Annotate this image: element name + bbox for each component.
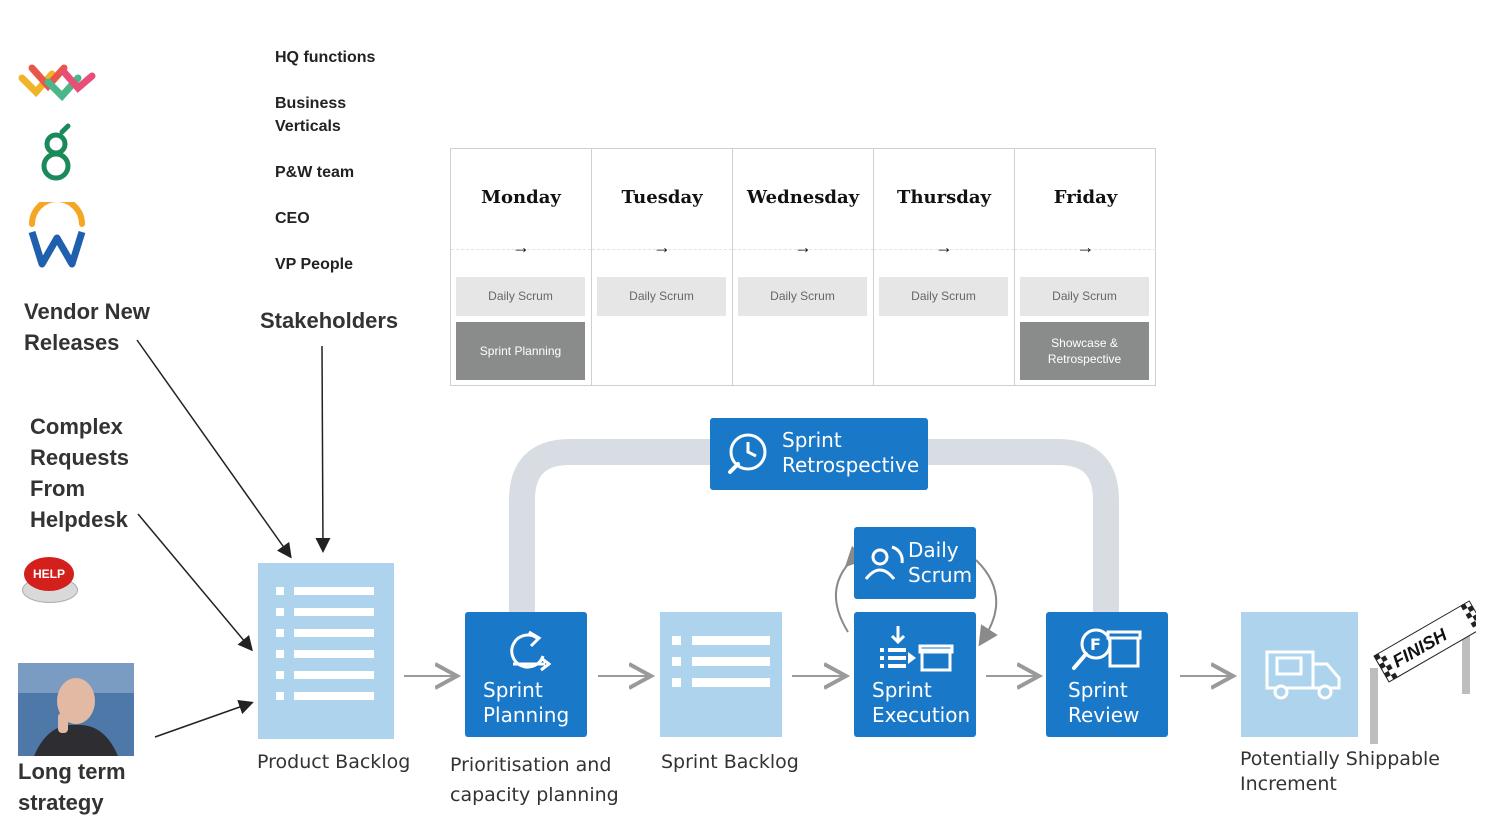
day-monday: Monday → Daily Scrum Sprint Planning <box>451 149 592 385</box>
stakeholder-hq: HQ functions <box>275 49 376 66</box>
arrow-right-icon: → <box>512 237 530 257</box>
sprint-retrospective-box: Sprint Retrospective <box>710 418 928 490</box>
daily-scrum-event: Daily Scrum <box>597 277 726 316</box>
sprint-backlog-box <box>660 612 782 737</box>
daily-cycle-right-arrow <box>975 559 998 647</box>
vendor-releases-label: Vendor New Releases <box>24 299 150 355</box>
daily-cycle-left-arrow <box>835 545 867 633</box>
long-term-strategy-label: Long term strategy <box>18 759 126 815</box>
day-name: Monday <box>481 187 561 208</box>
sprint-review-box: F Sprint Review <box>1046 612 1168 737</box>
help-button-icon: HELP <box>20 553 78 605</box>
product-backlog-box <box>258 563 394 739</box>
showcase-retrospective-event: Showcase & Retrospective <box>1020 322 1149 380</box>
day-name: Wednesday <box>746 187 860 208</box>
svg-text:F: F <box>1090 635 1101 654</box>
daily-scrum-event: Daily Scrum <box>456 277 585 316</box>
prioritisation-caption: Prioritisation and capacity planning <box>450 754 619 806</box>
dr-evil-photo <box>18 663 134 756</box>
finish-line-flag-icon: FINISH <box>1370 600 1476 744</box>
helpdesk-requests-label: Complex Requests From Helpdesk <box>30 414 130 532</box>
workday-logo-icon <box>28 202 86 268</box>
delivery-truck-icon <box>1265 650 1341 700</box>
arrow-right-icon: → <box>1076 237 1095 257</box>
daily-scrum-label: Daily Scrum <box>908 538 973 587</box>
sprint-week-calendar: Monday → Daily Scrum Sprint Planning Tue… <box>450 148 1156 386</box>
daily-scrum-box: Daily Scrum <box>854 527 976 599</box>
arrow-right-icon: → <box>794 237 812 257</box>
increment-caption: Potentially Shippable Increment <box>1240 748 1440 795</box>
day-thursday: Thursday → Daily Scrum <box>874 149 1015 385</box>
help-button-text: HELP <box>32 567 65 581</box>
sprint-planning-label: Sprint Planning <box>483 678 570 727</box>
day-name: Thursday <box>897 187 991 208</box>
review-search-icon: F <box>1072 628 1142 670</box>
list-to-box-icon <box>880 626 954 672</box>
daily-scrum-event: Daily Scrum <box>1020 277 1149 316</box>
sprint-execution-box: Sprint Execution <box>854 612 976 737</box>
list-icon <box>672 636 770 687</box>
greenhouse-logo-icon <box>41 123 71 181</box>
stakeholder-vp-people: VP People <box>275 256 353 273</box>
stakeholders-label: Stakeholders <box>260 308 399 333</box>
daily-scrum-event: Daily Scrum <box>738 277 867 316</box>
stakeholder-pw-team: P&W team <box>275 164 355 181</box>
day-friday: Friday → Daily Scrum Showcase & Retrospe… <box>1015 149 1156 385</box>
arrow-right-icon: → <box>653 237 671 257</box>
day-tuesday: Tuesday → Daily Scrum <box>592 149 733 385</box>
stakeholder-business: Business Verticals <box>275 95 347 135</box>
sprint-planning-event: Sprint Planning <box>456 322 585 380</box>
stakeholder-ceo: CEO <box>275 210 310 227</box>
vendor-arrow <box>136 339 292 559</box>
sprint-planning-box: Sprint Planning <box>465 612 587 737</box>
arrow-right-icon: → <box>935 237 953 257</box>
refresh-cycle-icon <box>510 630 551 672</box>
product-backlog-caption: Product Backlog <box>257 751 411 773</box>
day-wednesday: Wednesday → Daily Scrum <box>733 149 874 385</box>
shippable-increment-box <box>1241 612 1358 737</box>
sprint-execution-label: Sprint Execution <box>872 678 971 727</box>
stakeholders-arrow <box>315 345 331 553</box>
sprint-review-label: Sprint Review <box>1068 678 1140 727</box>
daily-scrum-event: Daily Scrum <box>879 277 1008 316</box>
helpdesk-arrow <box>137 513 253 652</box>
people-cycle-icon <box>864 545 904 580</box>
day-name: Tuesday <box>621 187 703 208</box>
sprint-retrospective-label: Sprint Retrospective <box>782 428 920 477</box>
strategy-arrow <box>154 699 254 738</box>
list-icon <box>276 587 374 700</box>
sprint-backlog-caption: Sprint Backlog <box>661 751 799 773</box>
retrospective-clock-icon <box>728 433 767 474</box>
wrike-logo-icon <box>18 64 96 102</box>
day-name: Friday <box>1053 187 1118 208</box>
